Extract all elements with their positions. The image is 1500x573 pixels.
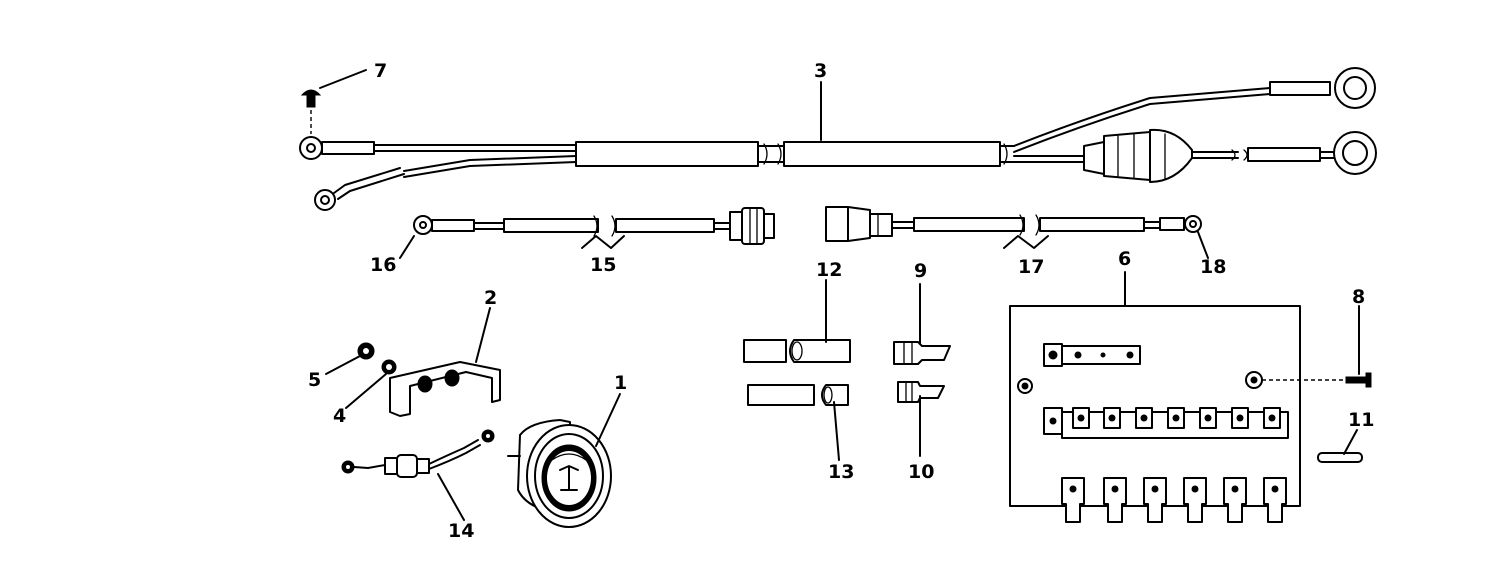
callout-11: 11: [1348, 409, 1374, 431]
callout-13: 13: [828, 461, 854, 483]
callout-9: 9: [914, 260, 927, 282]
part-4-lock-washer: [381, 359, 397, 375]
part-15-lead-wire: [413, 207, 775, 245]
part-9-terminal: [893, 341, 951, 365]
callout-10: 10: [908, 461, 934, 483]
callout-2: 2: [484, 287, 497, 309]
callout-15: 15: [590, 254, 616, 276]
callout-17: 17: [1018, 256, 1044, 278]
part-7-screw: [300, 89, 322, 134]
callout-8: 8: [1352, 286, 1365, 308]
callout-6: 6: [1118, 248, 1131, 270]
part-13-sleeve: [747, 384, 849, 406]
part-3-wiring-harness: [299, 67, 1377, 211]
part-1-gauge: [507, 419, 612, 528]
part-2-bracket: [389, 361, 501, 417]
part-8-screw: [1262, 372, 1372, 388]
callout-3: 3: [814, 60, 827, 82]
leader-lines: [319, 69, 1360, 521]
part-11-pin: [1317, 452, 1363, 463]
part-5-nut: [357, 342, 375, 360]
callout-4: 4: [333, 405, 346, 427]
part-6-terminal-board: [1009, 305, 1301, 523]
callout-18: 18: [1200, 256, 1226, 278]
part-14-sender: [341, 429, 495, 478]
part-12-sleeve: [743, 339, 851, 363]
callout-5: 5: [308, 369, 321, 391]
callout-7: 7: [374, 60, 387, 82]
callout-12: 12: [816, 259, 842, 281]
callout-14: 14: [448, 520, 474, 542]
part-10-terminal: [897, 381, 945, 403]
callout-16: 16: [370, 254, 396, 276]
part-17-lead-wire: [825, 206, 1202, 242]
callout-1: 1: [614, 372, 627, 394]
